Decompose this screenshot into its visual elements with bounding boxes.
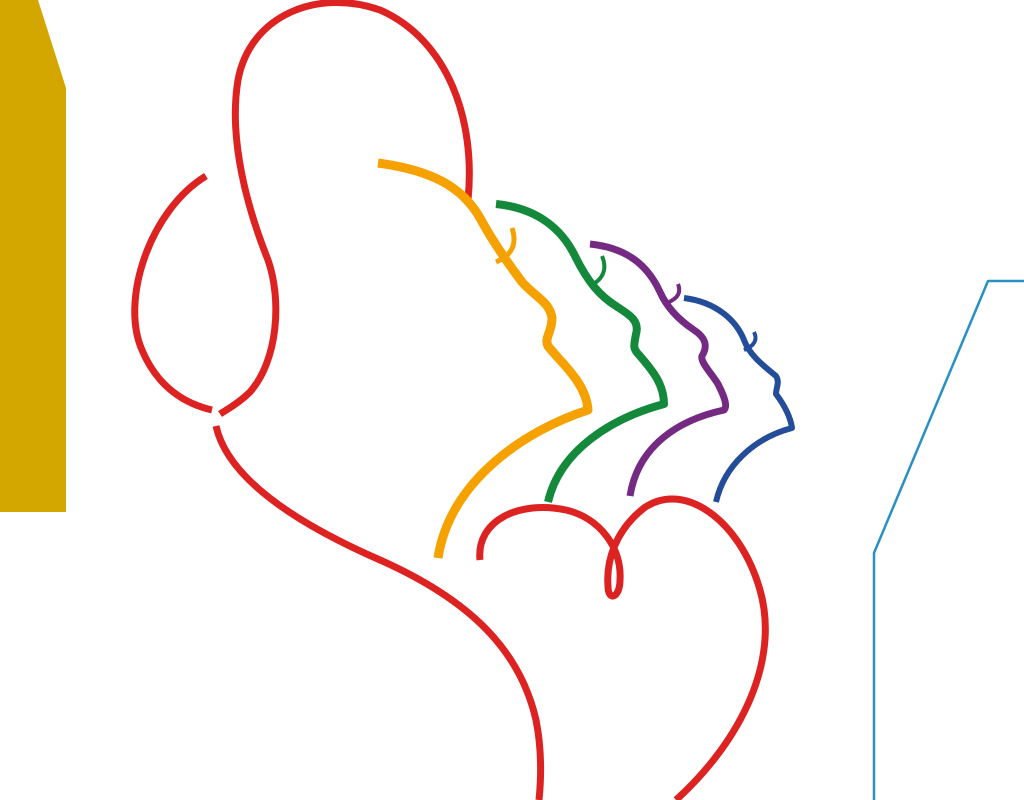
cyan-frame-outline (872, 279, 1024, 800)
orange-face-profile (377, 158, 593, 559)
gold-panel (0, 0, 66, 512)
purple-face-profile (589, 240, 730, 497)
purple-eyelash-icon (663, 283, 682, 306)
red-arm-loop (131, 173, 213, 414)
red-heart (476, 495, 769, 800)
red-body-curve (212, 425, 545, 800)
green-face-profile (495, 200, 668, 503)
blue-face-profile (683, 295, 795, 503)
green-eyelash-icon (589, 255, 607, 288)
orange-eyelash-icon (494, 227, 517, 265)
red-head-loop (218, 0, 473, 417)
blue-eyelash-icon (743, 331, 758, 352)
